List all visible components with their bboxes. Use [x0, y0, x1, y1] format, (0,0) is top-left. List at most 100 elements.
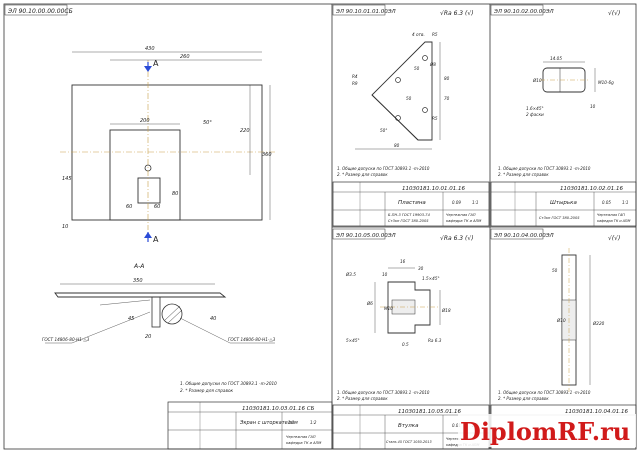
p4-dim-1: Ø10: [556, 318, 566, 323]
main-title-block: 11030181.10.03.01.16 СБ Экран с шторкате…: [167, 401, 333, 450]
p2-tb-mass: 0.05: [602, 200, 611, 205]
section-dim-4: 40: [210, 316, 216, 322]
p1-note-2: 2. * Размер для справок: [337, 172, 388, 177]
main-tb-scale: 1:2: [310, 420, 317, 425]
main-tb-sheet: 1:1: [288, 420, 294, 425]
p1-dim-10: 80: [394, 143, 400, 148]
panel4-label: ЭЛ 90.10.04.00.00ЭЛ: [493, 233, 554, 239]
p1-dim-1: R5: [432, 32, 438, 37]
p3-note-2: 2. * Размер для справок: [337, 396, 388, 401]
dim-side-1: 220: [240, 128, 250, 134]
panel1-title-block: 11030181.10.01.01.16 Пластина Б-ПН-3 ГОС…: [332, 181, 490, 227]
p1-dim-2: 50: [414, 66, 420, 71]
leader-right: ГОСТ 14806-80-Н1-△3: [228, 337, 276, 342]
main-tb-org2: кафедра ТК и АПМ: [286, 441, 321, 445]
p1-tb-scale: 1:1: [472, 200, 478, 205]
main-tb-name: Экран с шторкателем: [239, 420, 298, 426]
p2-tb-scale: 1:1: [622, 200, 628, 205]
p2-dim-2: Ø10: [532, 78, 542, 83]
inner-frame: [109, 129, 181, 221]
p3-tb-mass: 0.01: [452, 423, 461, 428]
p1-tb-mass: 0.09: [452, 200, 461, 205]
section-dim-2: 20: [145, 334, 151, 340]
dim-inner-2: 50°: [203, 120, 212, 126]
p1-dim-3: 80: [444, 76, 450, 81]
main-note-2: 2. * Размер для справок: [180, 388, 234, 393]
main-label-topleft: ЭЛ 90.10.00.00.00СБ: [7, 8, 73, 15]
p1-dim-4: 70: [444, 96, 450, 101]
p1-dim-11: Ø8: [429, 62, 436, 67]
panel2-title-block: 11030181.10.02.01.16 Штырька Ст3кп ГОСТ …: [490, 181, 637, 227]
panel1-roughness: √Ra 6.3 (√): [440, 10, 474, 17]
p3-tb-name: Втулка: [398, 423, 419, 429]
panel3-roughness: √Ra 6.3 (√): [440, 235, 474, 242]
panel-pin: ЭЛ 90.10.02.00.00ЭЛ √(√) 14.05 М10-6g Ø1…: [490, 4, 637, 227]
p3-dim-1: 30: [418, 266, 424, 271]
main-assembly: ЭЛ 90.10.00.00.00СБ А А 430 260 200 50° …: [4, 4, 333, 450]
dim-side-3: 80: [172, 191, 178, 197]
section-dim-3: 45: [128, 316, 134, 322]
p2-note-1: 1. Общие допуски по ГОСТ 30893.1 -m-2010: [498, 166, 591, 171]
dim-top-1: 430: [145, 46, 155, 52]
plate-outline: [71, 84, 263, 221]
p1-dim-7: R5: [432, 116, 438, 121]
p4-dim-2: Ø220: [592, 321, 605, 326]
dim-bottom-2: 60: [154, 204, 160, 210]
p1-tb-org1: Чертежная ГАП: [446, 213, 476, 217]
p4-note-2: 2. * Размер для справок: [498, 396, 549, 401]
p2-dim-1: М10-6g: [598, 80, 614, 85]
main-tb-org1: Чертежная ГАП: [286, 435, 316, 439]
p2-dim-5: 10: [590, 104, 596, 109]
watermark-logo: DiplomRF.ru: [460, 417, 630, 446]
p3-dim-6: Ø6: [366, 301, 373, 306]
p4-dim-0: 50: [552, 268, 558, 273]
dim-top-2: 260: [180, 54, 190, 60]
section-marker-top: А: [153, 59, 159, 68]
main-tb-code: 11030181.10.03.01.16 СБ: [242, 406, 315, 412]
section-plate: [54, 292, 227, 298]
p3-tb-mat: Сталь 45 ГОСТ 1050-2013: [386, 440, 432, 444]
section-title: А-А: [133, 263, 144, 270]
p2-tb-name: Штырька: [550, 200, 577, 206]
p3-dim-10: Ra 6.3: [428, 338, 442, 343]
dim-left-1: 145: [62, 176, 72, 182]
dim-side-2: 360: [262, 152, 272, 158]
main-note-1: 1. Общие допуски по ГОСТ 30893.1 -m-2010: [180, 381, 277, 386]
panel1-label: ЭЛ 90.10.01.01.00ЭЛ: [335, 9, 396, 15]
p3-note-1: 1. Общие допуски по ГОСТ 30893.1 -m-2010: [337, 390, 430, 395]
p3-dim-3: 5×45°: [346, 338, 360, 343]
panel3-label: ЭЛ 90.10.05.00.00ЭЛ: [335, 233, 396, 239]
dim-inner-1: 200: [140, 118, 150, 124]
p1-tb-name: Пластина: [398, 200, 426, 206]
p4-tb-code: 11030181.10.04.01.16: [565, 409, 628, 415]
bushing-body: [387, 281, 431, 334]
sheet-frame: [3, 3, 637, 450]
p2-dim-3: 2 фаски: [526, 112, 544, 117]
p2-dim-0: 14.05: [550, 56, 562, 61]
section-marker-bottom: А: [153, 235, 159, 244]
p1-tb-mat2: Ст3кп ГОСТ 380-2005: [388, 219, 429, 223]
p1-dim-9: 50°: [380, 128, 387, 133]
p1-dim-0: 4 отв.: [412, 32, 425, 37]
p4-note-1: 1. Общие допуски по ГОСТ 30893.1 -m-2010: [498, 390, 591, 395]
p2-dim-4: 1.6×45°: [526, 106, 544, 111]
p3-dim-9: 10: [382, 272, 388, 277]
section-dim-1: 350: [133, 278, 143, 284]
p3-tb-code: 11030181.10.05.01.16: [398, 409, 461, 415]
p1-tb-code: 11030181.10.01.01.16: [402, 186, 465, 192]
p2-tb-org1: Чертежная ГАП: [597, 213, 625, 217]
p3-dim-4: 0.5: [402, 342, 409, 347]
p2-tb-code: 11030181.10.02.01.16: [560, 186, 623, 192]
dim-bottom-1: 60: [126, 204, 132, 210]
p2-tb-mat: Ст3кп ГОСТ 380-2005: [539, 216, 580, 220]
panel2-label: ЭЛ 90.10.02.00.00ЭЛ: [493, 9, 554, 15]
panel2-roughness: √(√): [608, 10, 620, 17]
p3-dim-7: Ø18: [441, 308, 451, 313]
window-cut: [137, 177, 161, 204]
p1-tb-org2: кафедра ТК и АПМ: [446, 219, 481, 223]
panel4-roughness: √(√): [608, 235, 620, 242]
p3-dim-5: M10: [384, 306, 393, 311]
p3-dim-2: Ø3.5: [345, 272, 356, 277]
p2-tb-org2: кафедра ТК и АПМ: [597, 219, 630, 223]
